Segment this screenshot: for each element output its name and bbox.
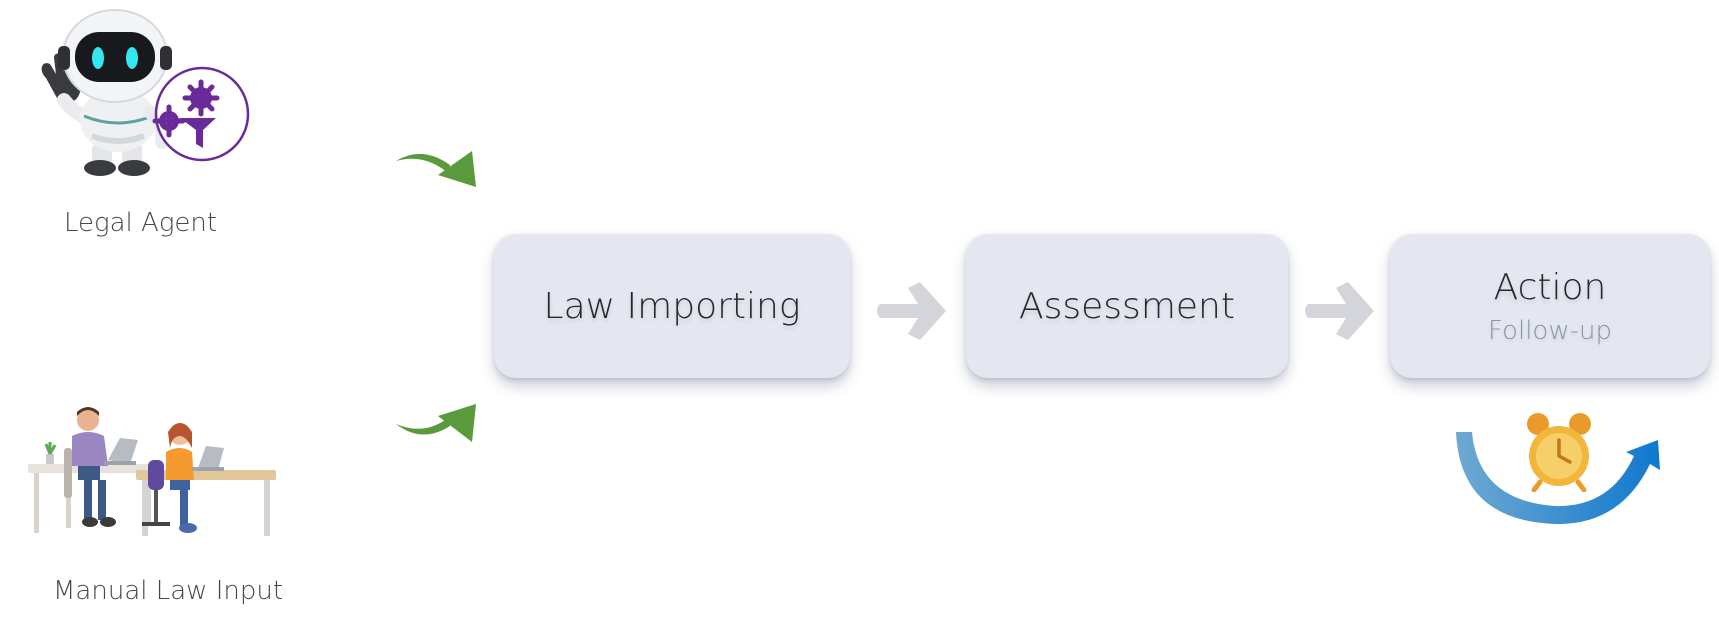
step-title: Law Importing — [543, 285, 801, 327]
step-law-importing: Law Importing — [494, 234, 850, 378]
step-action: Action Follow-up — [1390, 234, 1710, 378]
manual-law-input-label: Manual Law Input — [53, 576, 284, 606]
green-curved-arrow-icon — [396, 404, 476, 442]
green-curved-arrow-icon — [396, 151, 476, 187]
legal-agent-label: Legal Agent — [64, 208, 218, 238]
grey-arrow-icon — [877, 282, 946, 340]
people-at-desks-icon — [28, 407, 276, 536]
alarm-clock-icon — [1527, 413, 1591, 492]
step-subtitle: Follow-up — [1488, 315, 1612, 346]
step-title: Action — [1493, 266, 1607, 308]
grey-arrow-icon — [1305, 282, 1374, 340]
robot-agent-icon — [41, 9, 250, 176]
cycle-arrow-icon — [1456, 432, 1660, 525]
step-assessment: Assessment — [966, 234, 1288, 378]
step-title: Assessment — [1019, 285, 1235, 327]
